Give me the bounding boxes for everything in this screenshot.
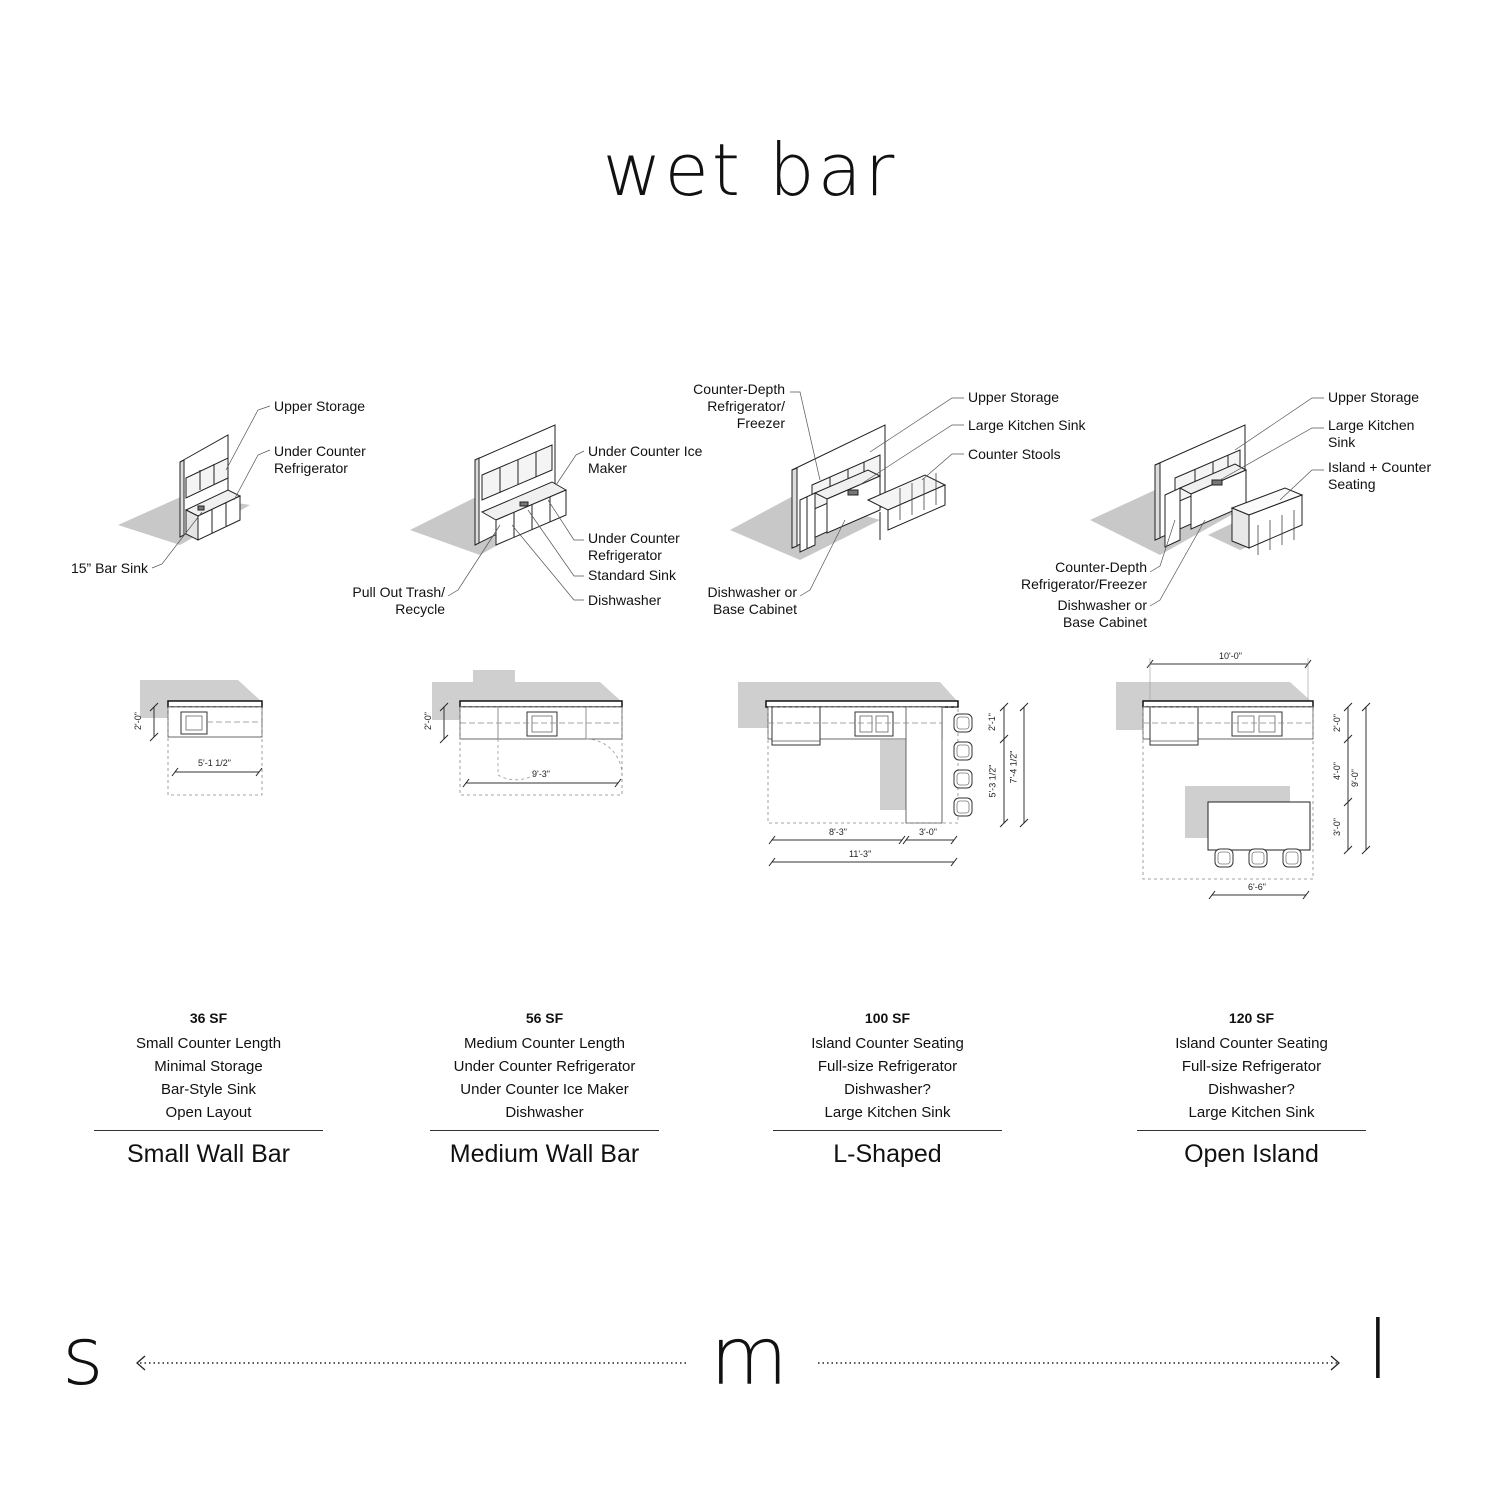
medium-wall-bar-isometric <box>410 424 568 555</box>
feature-item: Dishwasher <box>505 1104 584 1121</box>
feature-item: Full-size Refrigerator <box>817 1058 958 1075</box>
lshaped-dim-d2: 5'-3 1/2" <box>987 764 998 798</box>
small-callout-refrigerator: Under Counter Refrigerator <box>274 443 366 476</box>
lshaped-dim-w1: 8'-3" <box>829 827 847 837</box>
island-dim-d2: 4'-0" <box>1331 762 1342 780</box>
divider <box>773 1130 1002 1131</box>
feature-item: Dishwasher? <box>844 1081 931 1098</box>
medium-wall-bar-plan <box>432 670 623 796</box>
scale-large-label: l <box>1367 1304 1390 1397</box>
lshaped-callout-dishwasher: Dishwasher or Base Cabinet <box>707 584 797 617</box>
scale-small-label: s <box>62 1310 104 1403</box>
column-medium-wall-bar: 56 SF Medium Counter Length Under Counte… <box>430 1008 659 1169</box>
lshaped-dim-d3: 7'-4 1/2" <box>1008 750 1019 784</box>
layout-name: Open Island <box>1184 1140 1319 1168</box>
layout-name: L-Shaped <box>833 1140 942 1168</box>
small-callout-bar-sink: 15” Bar Sink <box>70 560 148 576</box>
island-dim-d1: 2'-0" <box>1331 714 1342 732</box>
column-small-wall-bar: 36 SF Small Counter Length Minimal Stora… <box>94 1008 323 1169</box>
small-wall-bar-plan <box>140 680 263 796</box>
island-dim-total: 9'-0" <box>1349 769 1360 787</box>
divider <box>1137 1130 1366 1131</box>
lshaped-callout-lines <box>790 391 964 597</box>
column-l-shaped: 100 SF Island Counter Seating Full-size … <box>773 1008 1002 1169</box>
medium-callout-dishwasher: Dishwasher <box>588 592 662 608</box>
island-callout-dishwasher: Dishwasher or Base Cabinet <box>1057 597 1147 630</box>
divider <box>94 1130 323 1131</box>
feature-item: Small Counter Length <box>135 1035 282 1052</box>
lshaped-dim-d1: 2'-1" <box>986 713 997 731</box>
feature-item: Large Kitchen Sink <box>824 1104 951 1121</box>
feature-item: Full-size Refrigerator <box>1181 1058 1322 1075</box>
medium-dim-width: 9'-3" <box>532 769 550 779</box>
area-label: 100 SF <box>864 1010 911 1026</box>
page-title: wet bar <box>602 128 898 212</box>
area-label: 36 SF <box>189 1010 228 1026</box>
medium-callout-lines <box>447 450 585 601</box>
feature-item: Bar-Style Sink <box>160 1081 257 1098</box>
small-callout-lines <box>151 405 271 569</box>
feature-item: Minimal Storage <box>154 1058 263 1075</box>
l-shaped-plan <box>738 682 1029 867</box>
lshaped-dim-w2: 3'-0" <box>919 827 937 837</box>
feature-item: Medium Counter Length <box>464 1035 625 1052</box>
small-callout-upper-storage: Upper Storage <box>274 398 366 414</box>
size-scale-arrow <box>136 1355 1340 1371</box>
feature-item: Under Counter Refrigerator <box>453 1058 636 1075</box>
small-dim-width: 5'-1 1/2" <box>198 758 231 768</box>
medium-callout-ice-maker: Under Counter Ice Maker <box>588 443 703 476</box>
medium-callout-pull-out-trash: Pull Out Trash/ Recycle <box>352 584 445 617</box>
small-dim-depth: 2'-0" <box>132 712 143 730</box>
island-dim-top: 10'-0" <box>1219 651 1242 661</box>
island-callout-refrigerator: Counter-Depth Refrigerator/Freezer <box>1020 559 1147 592</box>
scale-medium-label: m <box>710 1310 788 1403</box>
small-wall-bar-isometric <box>118 434 250 545</box>
feature-item: Island Counter Seating <box>1175 1035 1328 1052</box>
island-callout-seating: Island + Counter Seating <box>1328 459 1432 492</box>
island-callout-large-sink: Large Kitchen Sink <box>1328 417 1415 450</box>
open-island-isometric <box>1090 424 1304 555</box>
medium-dim-depth: 2'-0" <box>422 712 433 730</box>
lshaped-dim-w3: 11'-3" <box>849 849 872 859</box>
island-dim-d3: 3'-0" <box>1331 818 1342 836</box>
lshaped-callout-counter-stools: Counter Stools <box>968 446 1061 462</box>
area-label: 120 SF <box>1228 1010 1275 1026</box>
feature-item: Large Kitchen Sink <box>1188 1104 1315 1121</box>
column-open-island: 120 SF Island Counter Seating Full-size … <box>1137 1008 1366 1169</box>
open-island-plan <box>1116 658 1371 900</box>
island-callout-upper-storage: Upper Storage <box>1328 389 1420 405</box>
lshaped-callout-large-sink: Large Kitchen Sink <box>968 417 1086 433</box>
lshaped-callout-upper-storage: Upper Storage <box>968 389 1060 405</box>
island-dim-island-width: 6'-6" <box>1248 882 1266 892</box>
layout-name: Small Wall Bar <box>127 1140 290 1168</box>
feature-item: Open Layout <box>165 1104 252 1121</box>
feature-item: Under Counter Ice Maker <box>460 1081 629 1098</box>
medium-callout-refrigerator: Under Counter Refrigerator <box>588 530 680 563</box>
area-label: 56 SF <box>525 1010 564 1026</box>
l-shaped-isometric <box>730 424 947 560</box>
island-callout-lines <box>1149 397 1324 607</box>
feature-item: Island Counter Seating <box>811 1035 964 1052</box>
medium-callout-standard-sink: Standard Sink <box>588 567 676 583</box>
divider <box>430 1130 659 1131</box>
lshaped-callout-refrigerator: Counter-Depth Refrigerator/ Freezer <box>693 381 785 431</box>
layout-name: Medium Wall Bar <box>449 1140 640 1168</box>
feature-item: Dishwasher? <box>1208 1081 1295 1098</box>
